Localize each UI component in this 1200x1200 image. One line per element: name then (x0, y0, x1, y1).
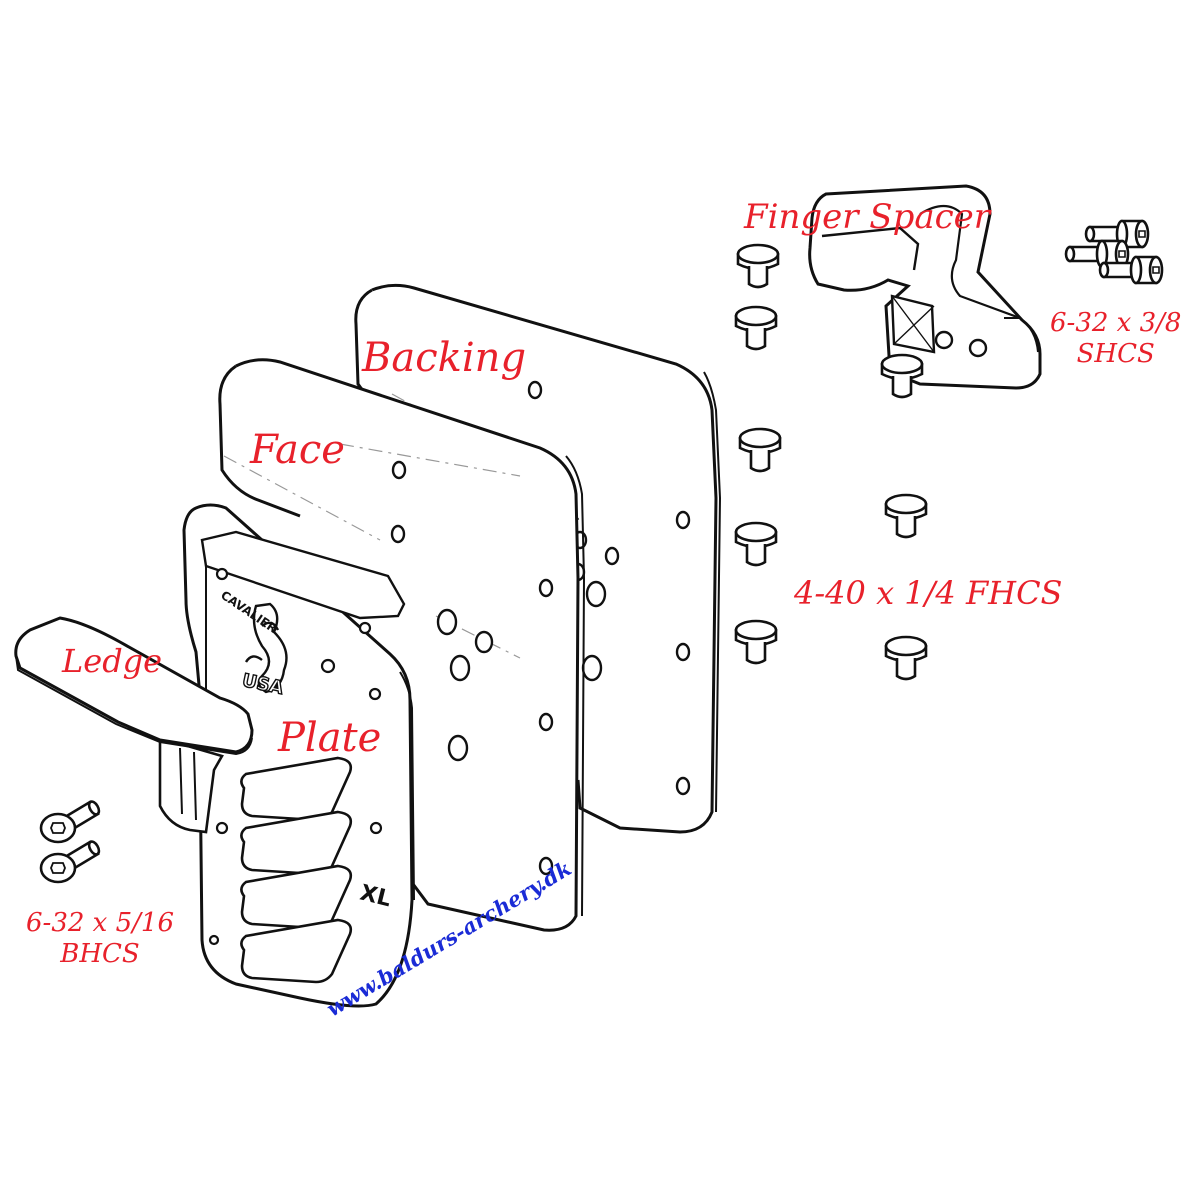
shcs-size-text: 6-32 x 3/8 (1050, 308, 1182, 338)
face-part (218, 358, 586, 932)
bhcs-type-text: BHCS (60, 939, 140, 970)
plate-part (14, 503, 415, 1008)
face-label: Face (250, 427, 345, 473)
bhcs-label: 6-32 x 5/16 BHCS (26, 908, 174, 970)
finger-spacer-part (808, 184, 1042, 390)
bhcs-screws (39, 798, 103, 884)
shcs-screws (1064, 219, 1164, 285)
cavalier-logo (244, 602, 288, 694)
backing-label: Backing (362, 335, 527, 381)
fhcs-label: 4-40 x 1/4 FHCS (794, 574, 1063, 612)
shcs-type-text: SHCS (1076, 339, 1155, 370)
bhcs-size-text: 6-32 x 5/16 (26, 908, 174, 938)
ledge-part (14, 616, 254, 834)
ledge-label: Ledge (62, 642, 163, 680)
finger-spacer-label: Finger Spacer (744, 197, 991, 237)
shcs-label: 6-32 x 3/8 SHCS (1050, 308, 1181, 370)
plate-label: Plate (278, 715, 382, 761)
